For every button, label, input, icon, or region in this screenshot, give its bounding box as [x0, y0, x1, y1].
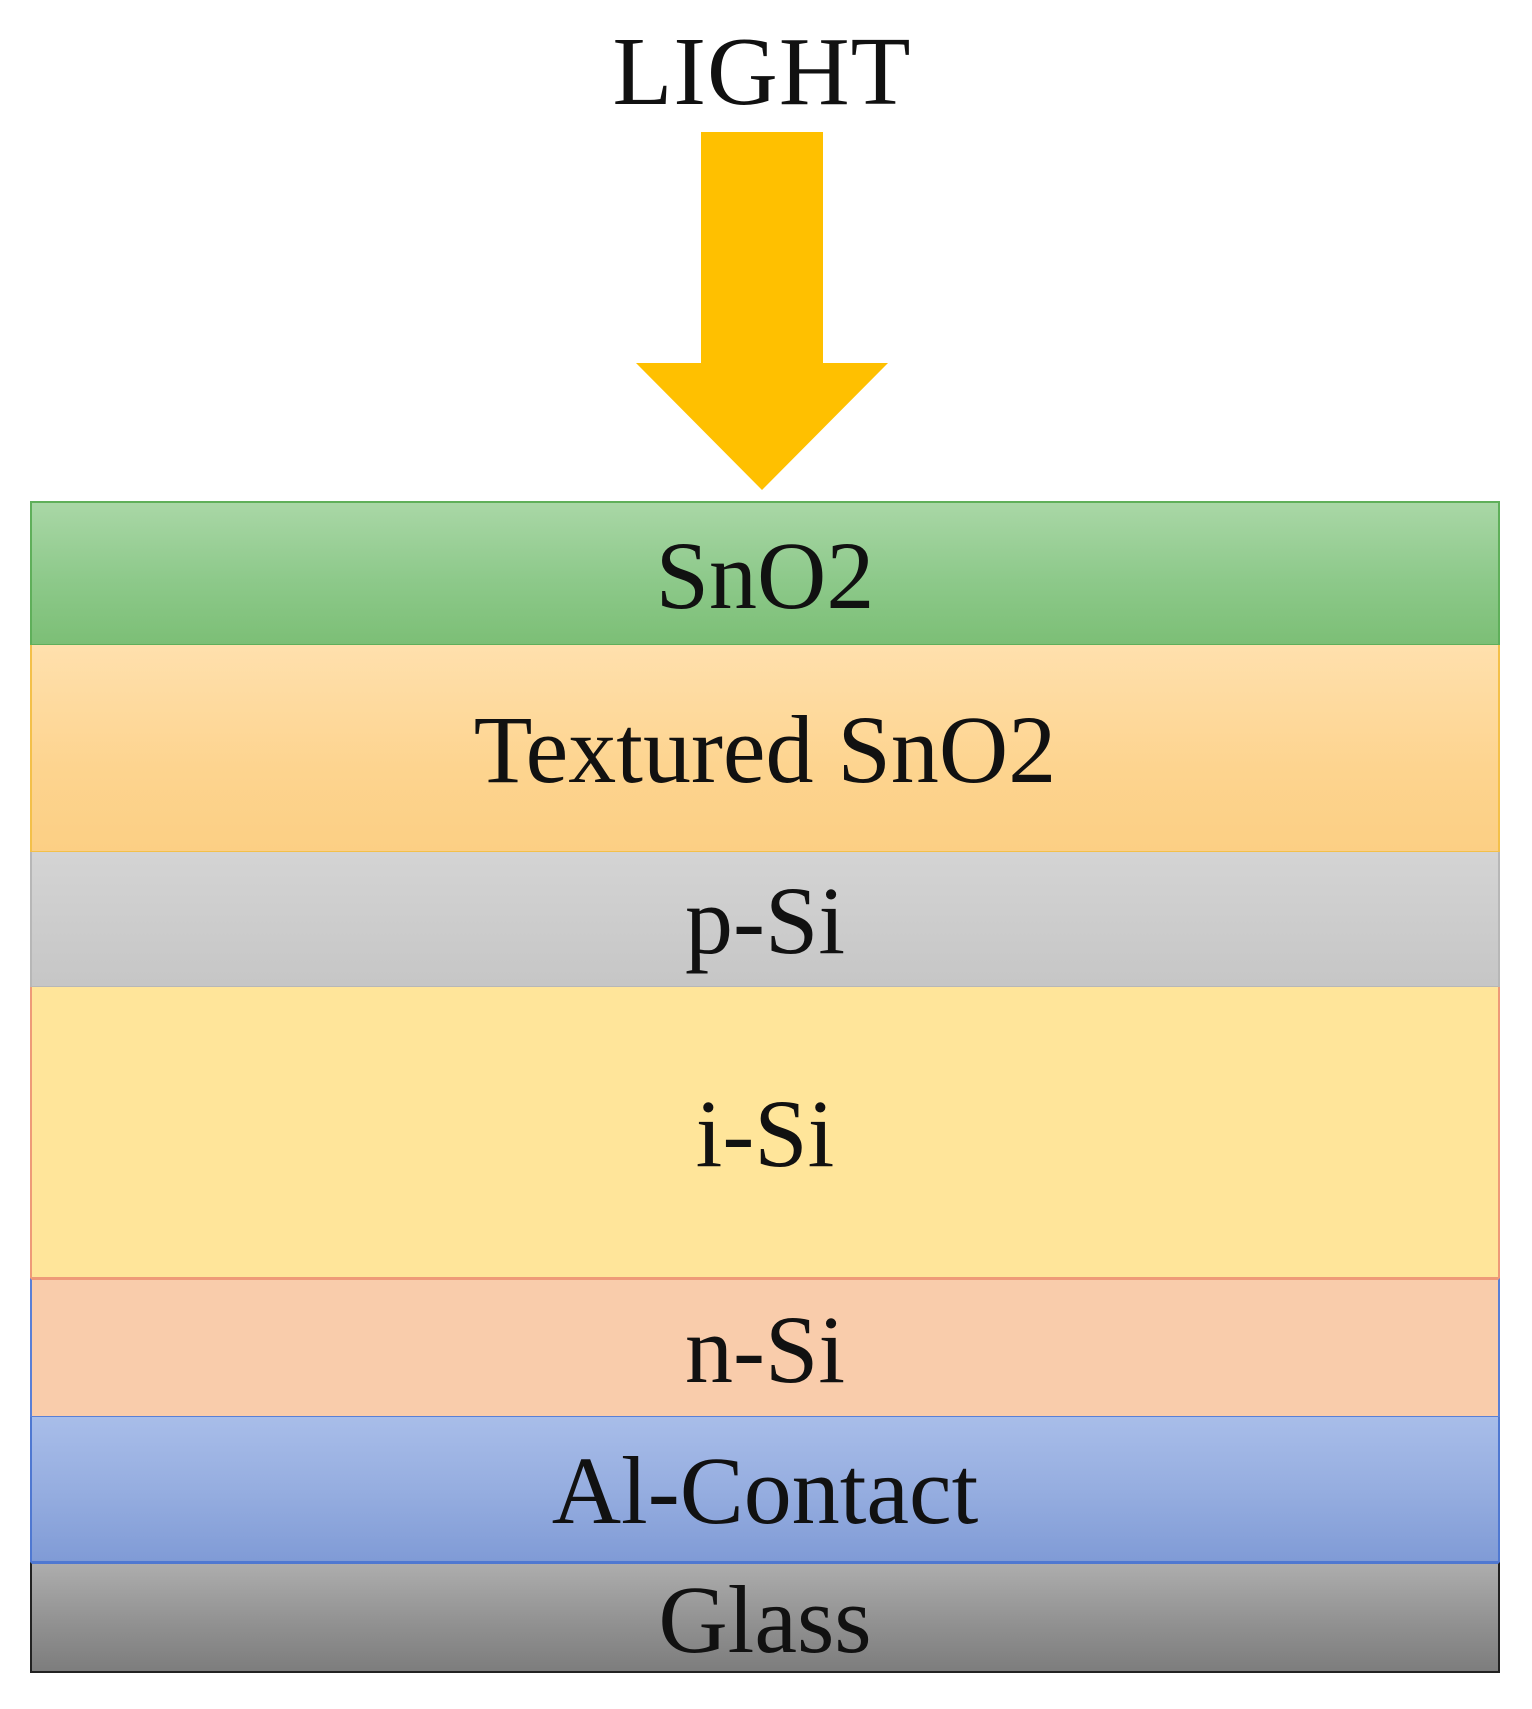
layer-p-si-label: p-Si: [684, 867, 846, 974]
layer-n-si-label: n-Si: [684, 1296, 846, 1403]
layer-sno2-label: SnO2: [655, 521, 875, 629]
layer-glass-label: Glass: [658, 1565, 872, 1673]
layer-stack: SnO2 Textured SnO2 p-Si i-Si n-Si Al-Con…: [30, 501, 1502, 1673]
layer-p-si: p-Si: [30, 852, 1500, 988]
layer-i-si: i-Si: [30, 987, 1500, 1279]
layer-textured-sno2: Textured SnO2: [30, 645, 1500, 853]
layer-al-contact: Al-Contact: [30, 1417, 1500, 1563]
layer-glass: Glass: [30, 1562, 1500, 1673]
light-arrow-shape: [636, 132, 888, 490]
layer-textured-sno2-label: Textured SnO2: [473, 696, 1057, 803]
light-label: LIGHT: [612, 18, 912, 126]
layer-al-contact-label: Al-Contact: [551, 1437, 979, 1544]
layer-sno2: SnO2: [30, 501, 1500, 646]
layer-i-si-label: i-Si: [695, 1080, 835, 1187]
layer-n-si: n-Si: [30, 1278, 1500, 1418]
